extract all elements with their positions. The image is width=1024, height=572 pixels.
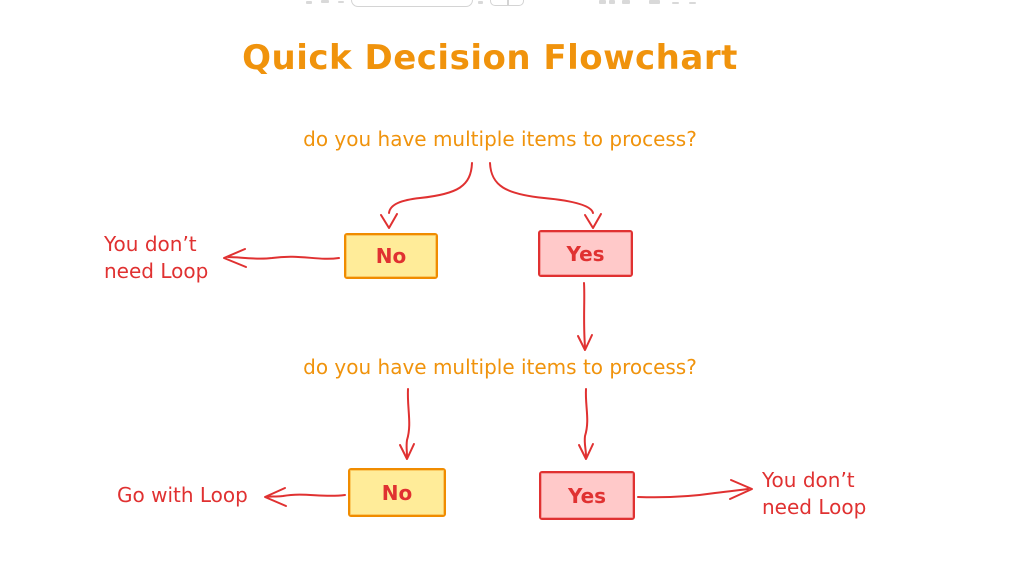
arrow-yes1-to-q2[interactable] — [577, 282, 593, 351]
question-text-2[interactable]: do you have multiple items to process? — [303, 355, 697, 379]
node-yes-2[interactable]: Yes — [539, 471, 635, 520]
node-no-1-label: No — [375, 244, 407, 268]
node-no-2-label: No — [381, 480, 413, 505]
outcome-top-left-line-2: need Loop — [104, 259, 209, 283]
toolbar-button-fragment[interactable] — [490, 0, 524, 6]
node-yes-1[interactable]: Yes — [538, 230, 633, 277]
outcome-bottom-right-line-2: need Loop — [762, 495, 867, 519]
arrow-no2-to-outcome-bottom-left[interactable] — [264, 487, 346, 507]
arrow-q1-to-yes1[interactable] — [489, 162, 602, 229]
outcome-bottom-right-line-1: You don’t — [762, 468, 855, 492]
toolbar-icon-fragment[interactable] — [321, 0, 329, 3]
toolbar-icon-fragment[interactable] — [689, 2, 696, 4]
outcome-bottom-left[interactable]: Go with Loop — [117, 482, 248, 509]
node-yes-1-label: Yes — [566, 241, 605, 266]
arrow-q2-to-no2[interactable] — [399, 388, 415, 460]
arrow-q2-to-yes2[interactable] — [578, 388, 594, 460]
diagram-title[interactable]: Quick Decision Flowchart — [242, 38, 738, 78]
toolbar-icon-fragment[interactable] — [478, 1, 483, 4]
node-no-1[interactable]: No — [344, 233, 438, 279]
outcome-bottom-right[interactable]: You don’t need Loop — [762, 467, 866, 521]
arrow-no1-to-outcome-top-left[interactable] — [223, 248, 340, 268]
toolbar-icon-fragment[interactable] — [599, 0, 606, 4]
toolbar-icon-fragment[interactable] — [649, 0, 660, 4]
toolbar-icon-fragment[interactable] — [609, 0, 615, 4]
arrow-yes2-to-outcome-bottom-right[interactable] — [637, 479, 753, 500]
toolbar-icon-fragment[interactable] — [672, 2, 679, 4]
node-no-2[interactable]: No — [348, 468, 446, 517]
toolbar-icon-fragment[interactable] — [306, 1, 312, 4]
toolbar-icon-fragment[interactable] — [338, 1, 344, 3]
toolbar-cropped-strip — [0, 0, 1024, 8]
node-yes-2-label: Yes — [567, 483, 607, 508]
question-text-1[interactable]: do you have multiple items to process? — [303, 127, 697, 151]
outcome-top-left[interactable]: You don’t need Loop — [104, 231, 208, 285]
toolbar-icon-fragment[interactable] — [622, 0, 630, 4]
toolbar-button-divider — [507, 0, 509, 5]
outcome-bottom-left-line-1: Go with Loop — [117, 483, 248, 507]
arrow-q1-to-no1[interactable] — [380, 162, 473, 229]
outcome-top-left-line-1: You don’t — [104, 232, 197, 256]
